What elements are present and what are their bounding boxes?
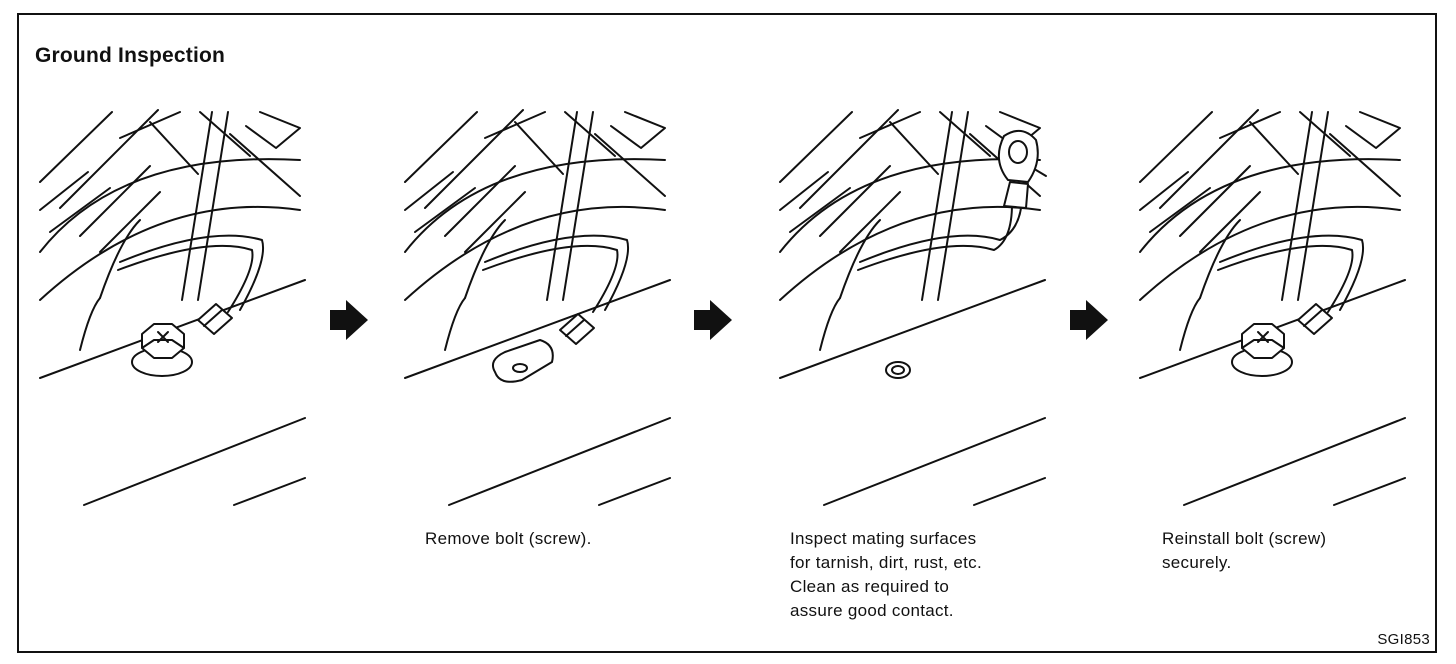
step-4-caption: Reinstall bolt (screw) securely. bbox=[1162, 529, 1327, 572]
arrow-right-icon bbox=[694, 300, 732, 340]
figure-title: Ground Inspection bbox=[35, 44, 226, 67]
step-2-caption: Remove bolt (screw). bbox=[425, 529, 592, 548]
panel-3-scene bbox=[779, 109, 1047, 506]
ring-terminal-icon bbox=[492, 339, 554, 383]
panel-1-scene bbox=[39, 109, 306, 506]
panel-2-scene bbox=[404, 109, 671, 506]
ring-terminal-icon bbox=[997, 129, 1047, 183]
bolt-hole-icon bbox=[885, 361, 911, 379]
figure-frame bbox=[17, 13, 1437, 653]
panel-4-scene bbox=[1139, 109, 1406, 506]
arrow-right-icon bbox=[1070, 300, 1108, 340]
figure-code: SGI853 bbox=[1377, 631, 1430, 648]
arrow-right-icon bbox=[330, 300, 368, 340]
step-3-caption: Inspect mating surfaces for tarnish, dir… bbox=[790, 529, 982, 620]
